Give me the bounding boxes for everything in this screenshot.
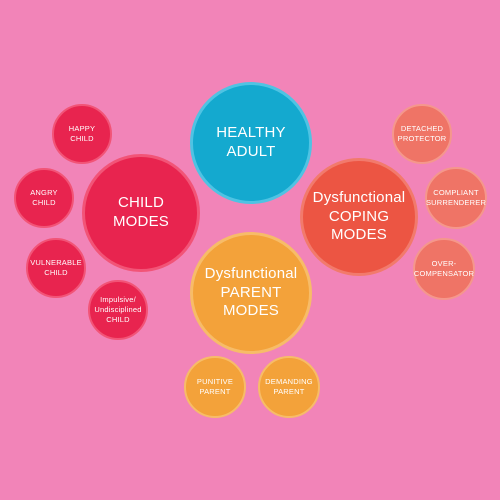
happy-child-label: HAPPY CHILD [68,124,96,143]
coping-modes-node: Dysfunctional COPING MODES [300,158,418,276]
vulnerable-child-label: VULNERABLE CHILD [30,258,82,277]
demanding-parent-label: DEMANDING PARENT [265,377,313,396]
punitive-parent-label: PUNITIVE PARENT [196,377,234,396]
detached-protector-label: DETACHED PROTECTOR [397,124,447,143]
punitive-parent-node: PUNITIVE PARENT [184,356,246,418]
over-compensator-label: OVER- COMPENSATOR [413,259,475,278]
over-compensator-node: OVER- COMPENSATOR [413,238,475,300]
angry-child-node: ANGRY CHILD [14,168,74,228]
compliant-surrenderer-node: COMPLIANT SURRENDERER [425,167,487,229]
impulsive-child-node: Impulsive/ Undisciplined CHILD [88,280,148,340]
healthy-adult-node: HEALTHY ADULT [190,82,312,204]
impulsive-child-label: Impulsive/ Undisciplined CHILD [94,295,142,324]
parent-modes-node: Dysfunctional PARENT MODES [190,232,312,354]
detached-protector-node: DETACHED PROTECTOR [392,104,452,164]
happy-child-node: HAPPY CHILD [52,104,112,164]
angry-child-label: ANGRY CHILD [30,188,58,207]
child-modes-label: CHILD MODES [112,194,169,230]
coping-modes-label: Dysfunctional COPING MODES [312,188,406,244]
compliant-surrenderer-label: COMPLIANT SURRENDERER [425,188,487,207]
demanding-parent-node: DEMANDING PARENT [258,356,320,418]
healthy-adult-label: HEALTHY ADULT [216,124,286,160]
parent-modes-label: Dysfunctional PARENT MODES [204,264,298,320]
child-modes-node: CHILD MODES [82,154,200,272]
vulnerable-child-node: VULNERABLE CHILD [26,238,86,298]
